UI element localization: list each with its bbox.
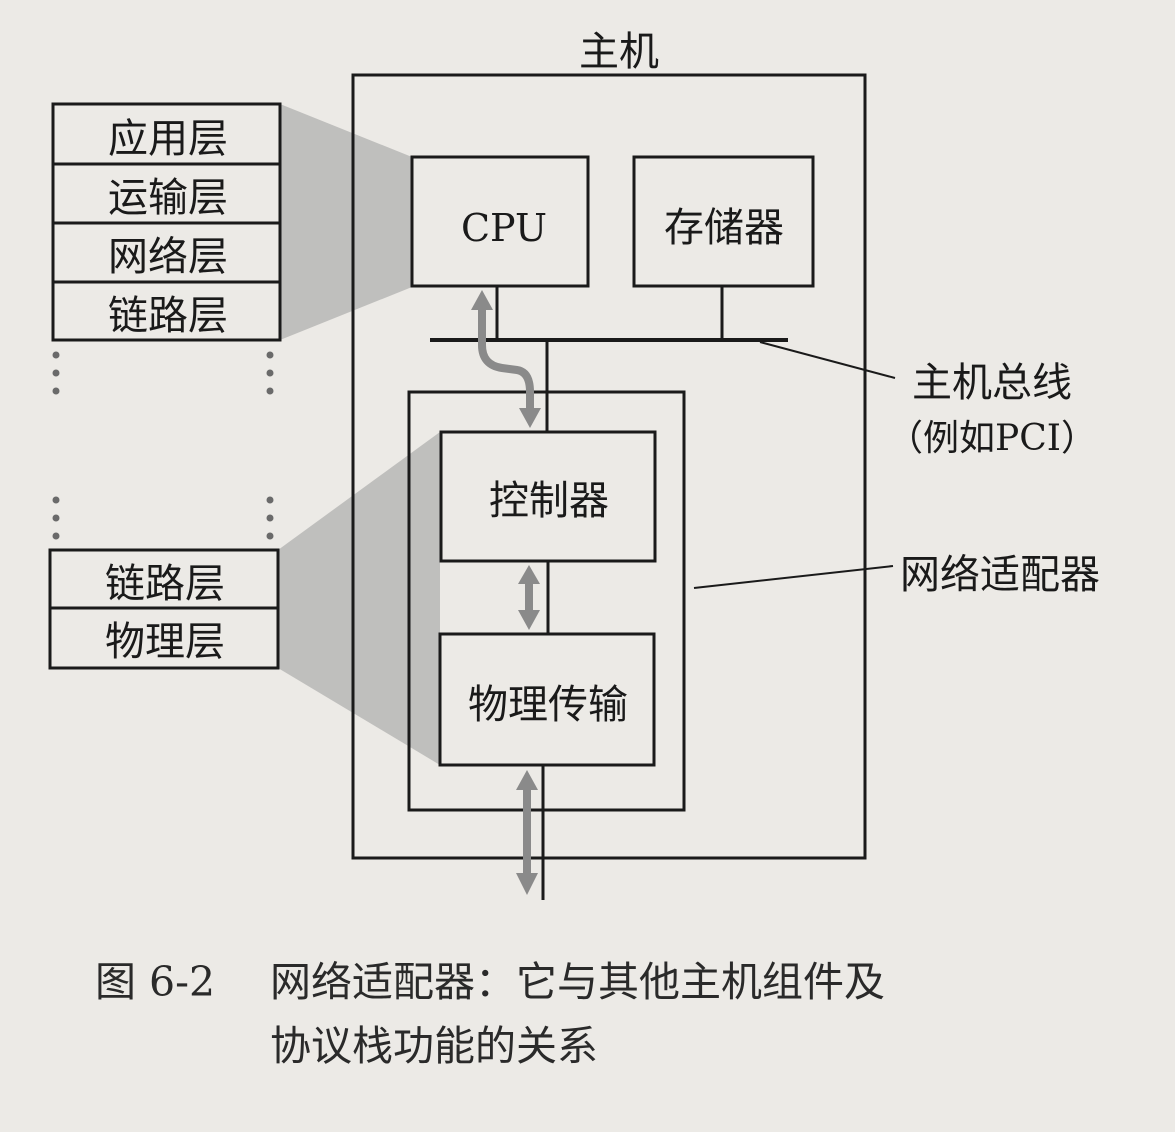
network-adapter-label: 网络适配器 xyxy=(900,552,1100,598)
figure-caption: 图 6-2 网络适配器：它与其他主机组件及 协议栈功能的关系 xyxy=(95,950,1095,1078)
cpu-box xyxy=(410,155,590,288)
controller-label: 控制器 xyxy=(489,478,609,524)
host-bus-example-label: （例如PCI） xyxy=(887,418,1097,459)
stack-layer-link-top: 链路层 xyxy=(108,293,228,339)
host-title: 主机 xyxy=(579,29,659,75)
projection-shade-lower xyxy=(278,432,440,765)
cpu-label: CPU xyxy=(461,206,547,250)
caption-line-1: 网络适配器：它与其他主机组件及 xyxy=(270,958,885,1006)
physical-transmission-label: 物理传输 xyxy=(468,682,628,728)
host-box xyxy=(351,73,867,860)
physical-transmission-box xyxy=(438,632,656,767)
stack-continuation-dots xyxy=(52,351,274,540)
caption-line-2: 协议栈功能的关系 xyxy=(270,1022,598,1070)
stack-layer-transport: 运输层 xyxy=(108,175,228,221)
figure-number: 图 6-2 xyxy=(95,958,216,1006)
network-adapter-callout-line xyxy=(693,565,894,589)
external-link-flow-arrow xyxy=(516,770,538,895)
controller-physical-flow-arrow xyxy=(518,565,540,630)
protocol-stack-top: 应用层 运输层 网络层 链路层 xyxy=(51,102,282,342)
cpu-controller-flow-arrow xyxy=(471,290,541,428)
host-bus-label: 主机总线 xyxy=(912,360,1072,406)
stack-layer-link-bottom: 链路层 xyxy=(105,561,225,607)
protocol-stack-bottom: 链路层 物理层 xyxy=(48,548,280,670)
memory-label: 存储器 xyxy=(664,205,784,251)
stack-layer-physical: 物理层 xyxy=(105,619,225,665)
host-bus-callout-line xyxy=(759,341,896,379)
stack-layer-network: 网络层 xyxy=(108,234,228,280)
stack-layer-application: 应用层 xyxy=(108,116,228,162)
projection-shade-upper xyxy=(280,104,412,340)
